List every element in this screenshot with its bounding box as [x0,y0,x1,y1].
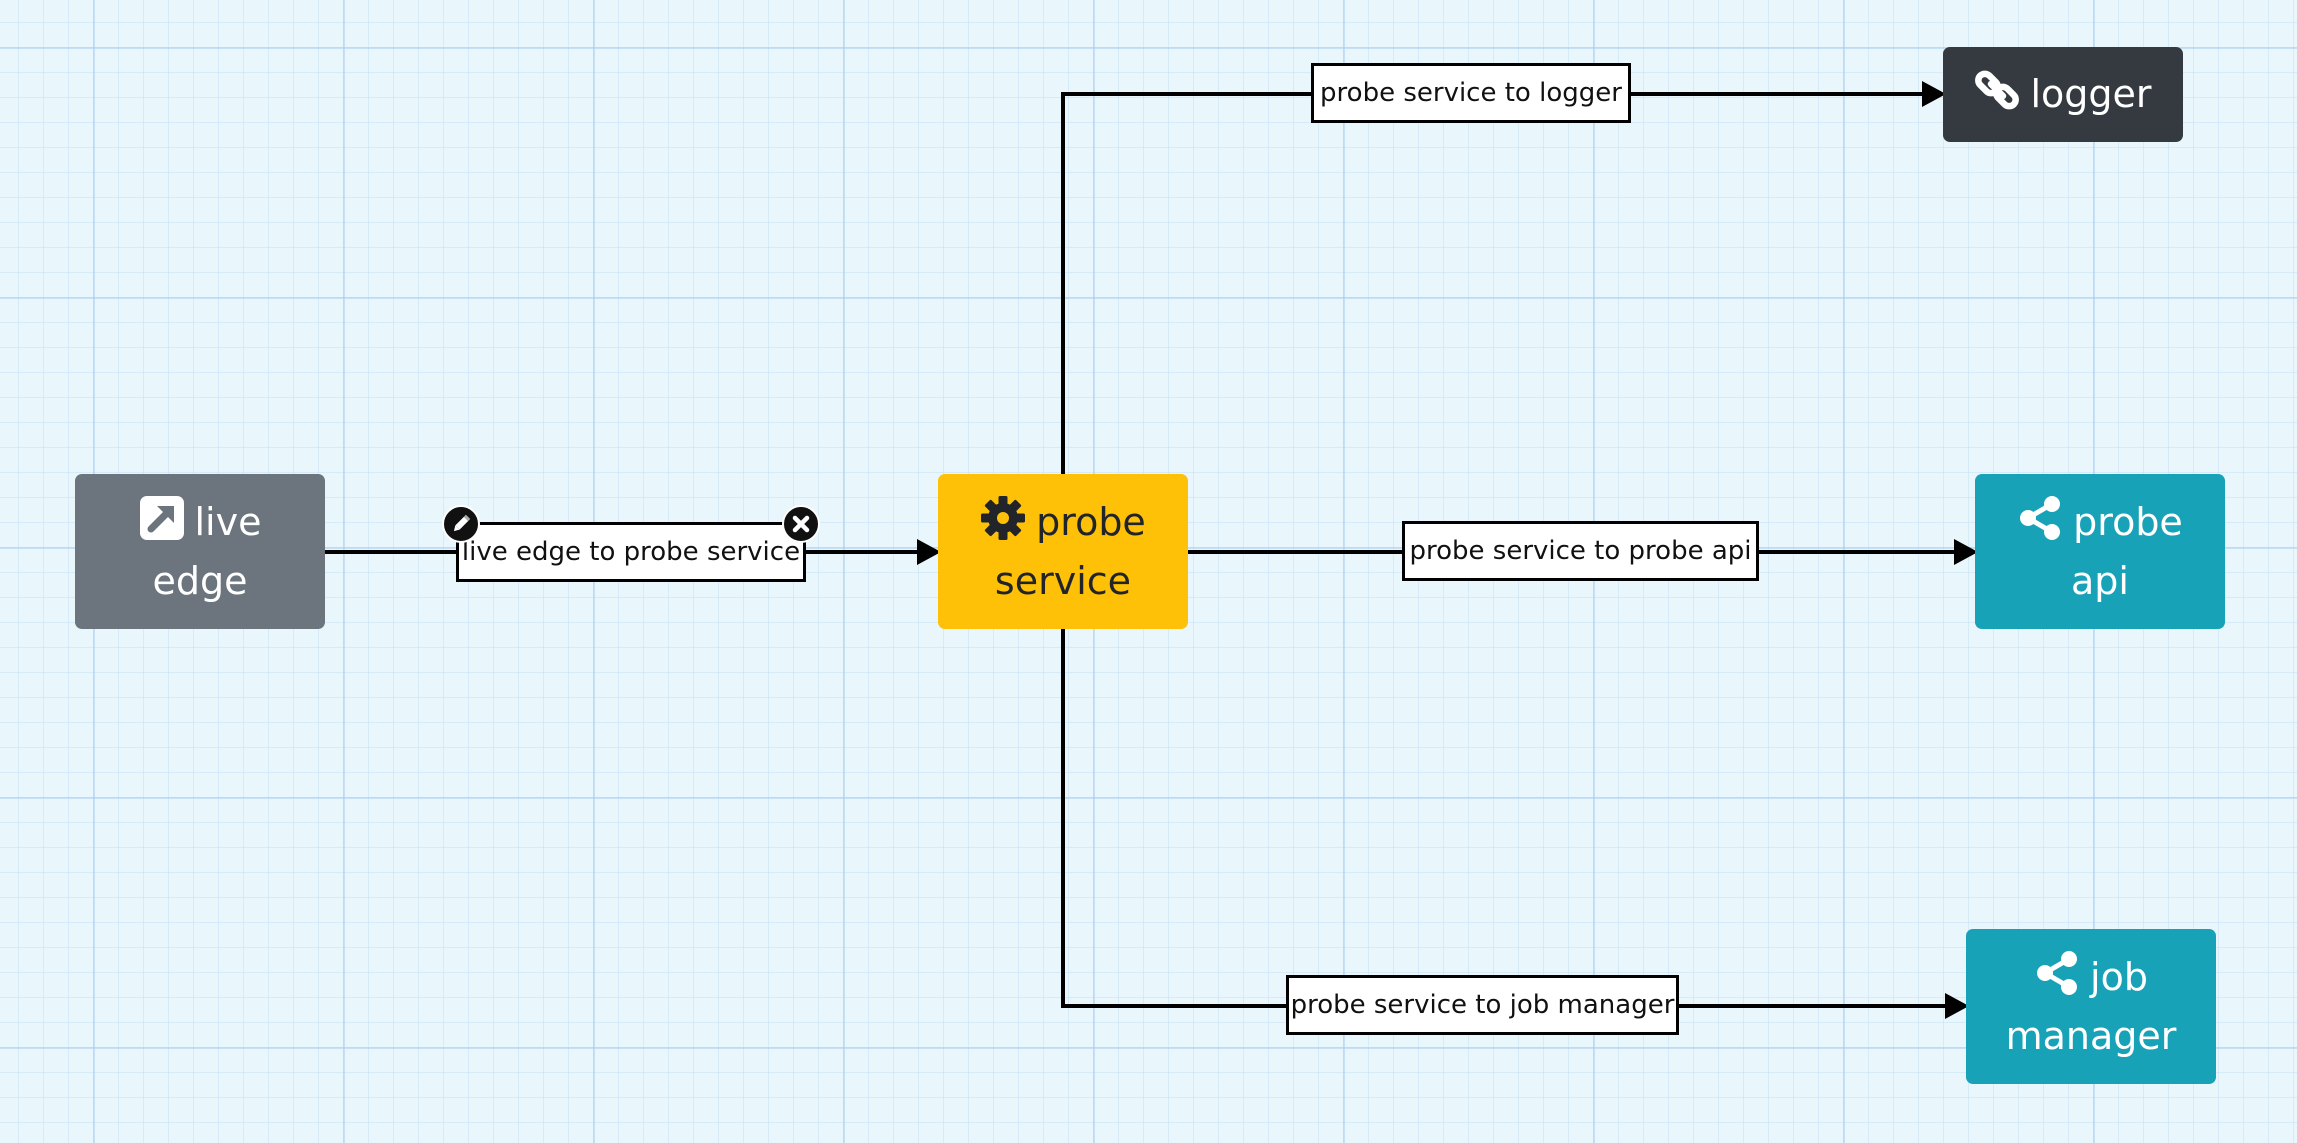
external-link-square-icon [139,495,185,541]
arrowhead-job-manager [1945,993,1969,1019]
edge-label-probe-service-to-job-manager[interactable]: probe service to job manager [1286,975,1679,1035]
arrowhead-logger [1922,81,1946,107]
edge-probe-service-to-job-manager[interactable] [1061,629,1947,1008]
node-probe-api-line2: api [2071,558,2129,603]
edge-delete-button[interactable] [782,505,820,543]
gear-icon [980,495,1026,541]
node-live-edge[interactable]: live edge [75,474,325,629]
node-live-edge-line1: live [194,499,262,544]
node-probe-service[interactable]: probe service [938,474,1188,629]
node-job-manager-line1: job [2090,954,2148,999]
arrowhead-probe-api [1954,539,1978,565]
share-icon [2017,495,2063,541]
node-probe-service-line1: probe [1036,499,1146,544]
node-probe-api-line1: probe [2073,499,2183,544]
node-probe-service-line2: service [994,558,1132,603]
edge-label-probe-service-to-probe-api[interactable]: probe service to probe api [1402,521,1759,581]
arrowhead-probe-service [917,539,941,565]
close-icon [790,513,812,535]
node-job-manager[interactable]: job manager [1966,929,2216,1084]
share-icon [2034,950,2080,996]
pencil-icon [449,512,473,536]
edge-label-live-edge-to-probe-service[interactable]: live edge to probe service [456,522,806,582]
edge-probe-service-to-logger[interactable] [1061,92,1924,475]
node-live-edge-line2: edge [152,558,248,603]
edge-edit-button[interactable] [442,505,480,543]
node-logger-line1: logger [2030,72,2152,117]
node-logger[interactable]: logger [1943,47,2183,142]
node-job-manager-line2: manager [2005,1013,2177,1058]
edge-label-probe-service-to-logger[interactable]: probe service to logger [1311,63,1631,123]
link-icon [1974,67,2020,113]
node-probe-api[interactable]: probe api [1975,474,2225,629]
